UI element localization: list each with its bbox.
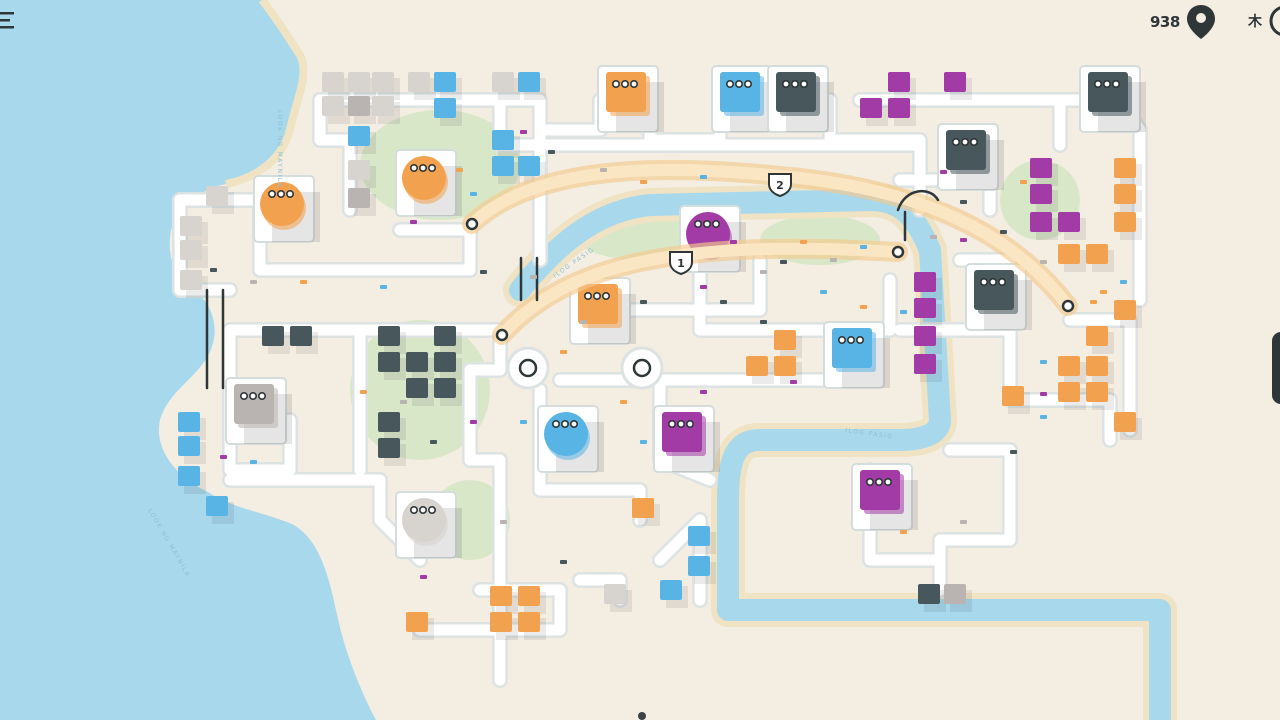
motorways [462,159,1078,345]
motorway-2-label: 2 [776,179,784,192]
motorway-shield-1: 1 [669,251,693,276]
beach-edge [225,0,308,188]
map-pin-icon [1186,5,1215,39]
day-label: 木 [1248,14,1262,30]
side-panel-handle[interactable] [1272,332,1280,404]
day-clock: 木 [1248,4,1280,38]
bay-label-1: LOOK NG MAYNILA [276,110,283,188]
bridges [205,189,940,390]
motorway-endpoints [465,217,1075,342]
clock-icon[interactable] [1268,4,1280,38]
motorway-shield-2: 2 [768,173,792,198]
roundabouts [506,346,664,390]
motorway-1-label: 1 [677,257,685,270]
destinations-layer [225,65,1146,559]
scroll-indicator [638,712,646,720]
score-counter: 938 [1150,4,1216,40]
menu-icon[interactable] [0,8,18,32]
cars-layer [210,130,1127,579]
score-value: 938 [1150,13,1180,31]
manila-bay [0,0,376,720]
pasig-river [503,183,1177,720]
buildings-layer [178,72,1142,640]
